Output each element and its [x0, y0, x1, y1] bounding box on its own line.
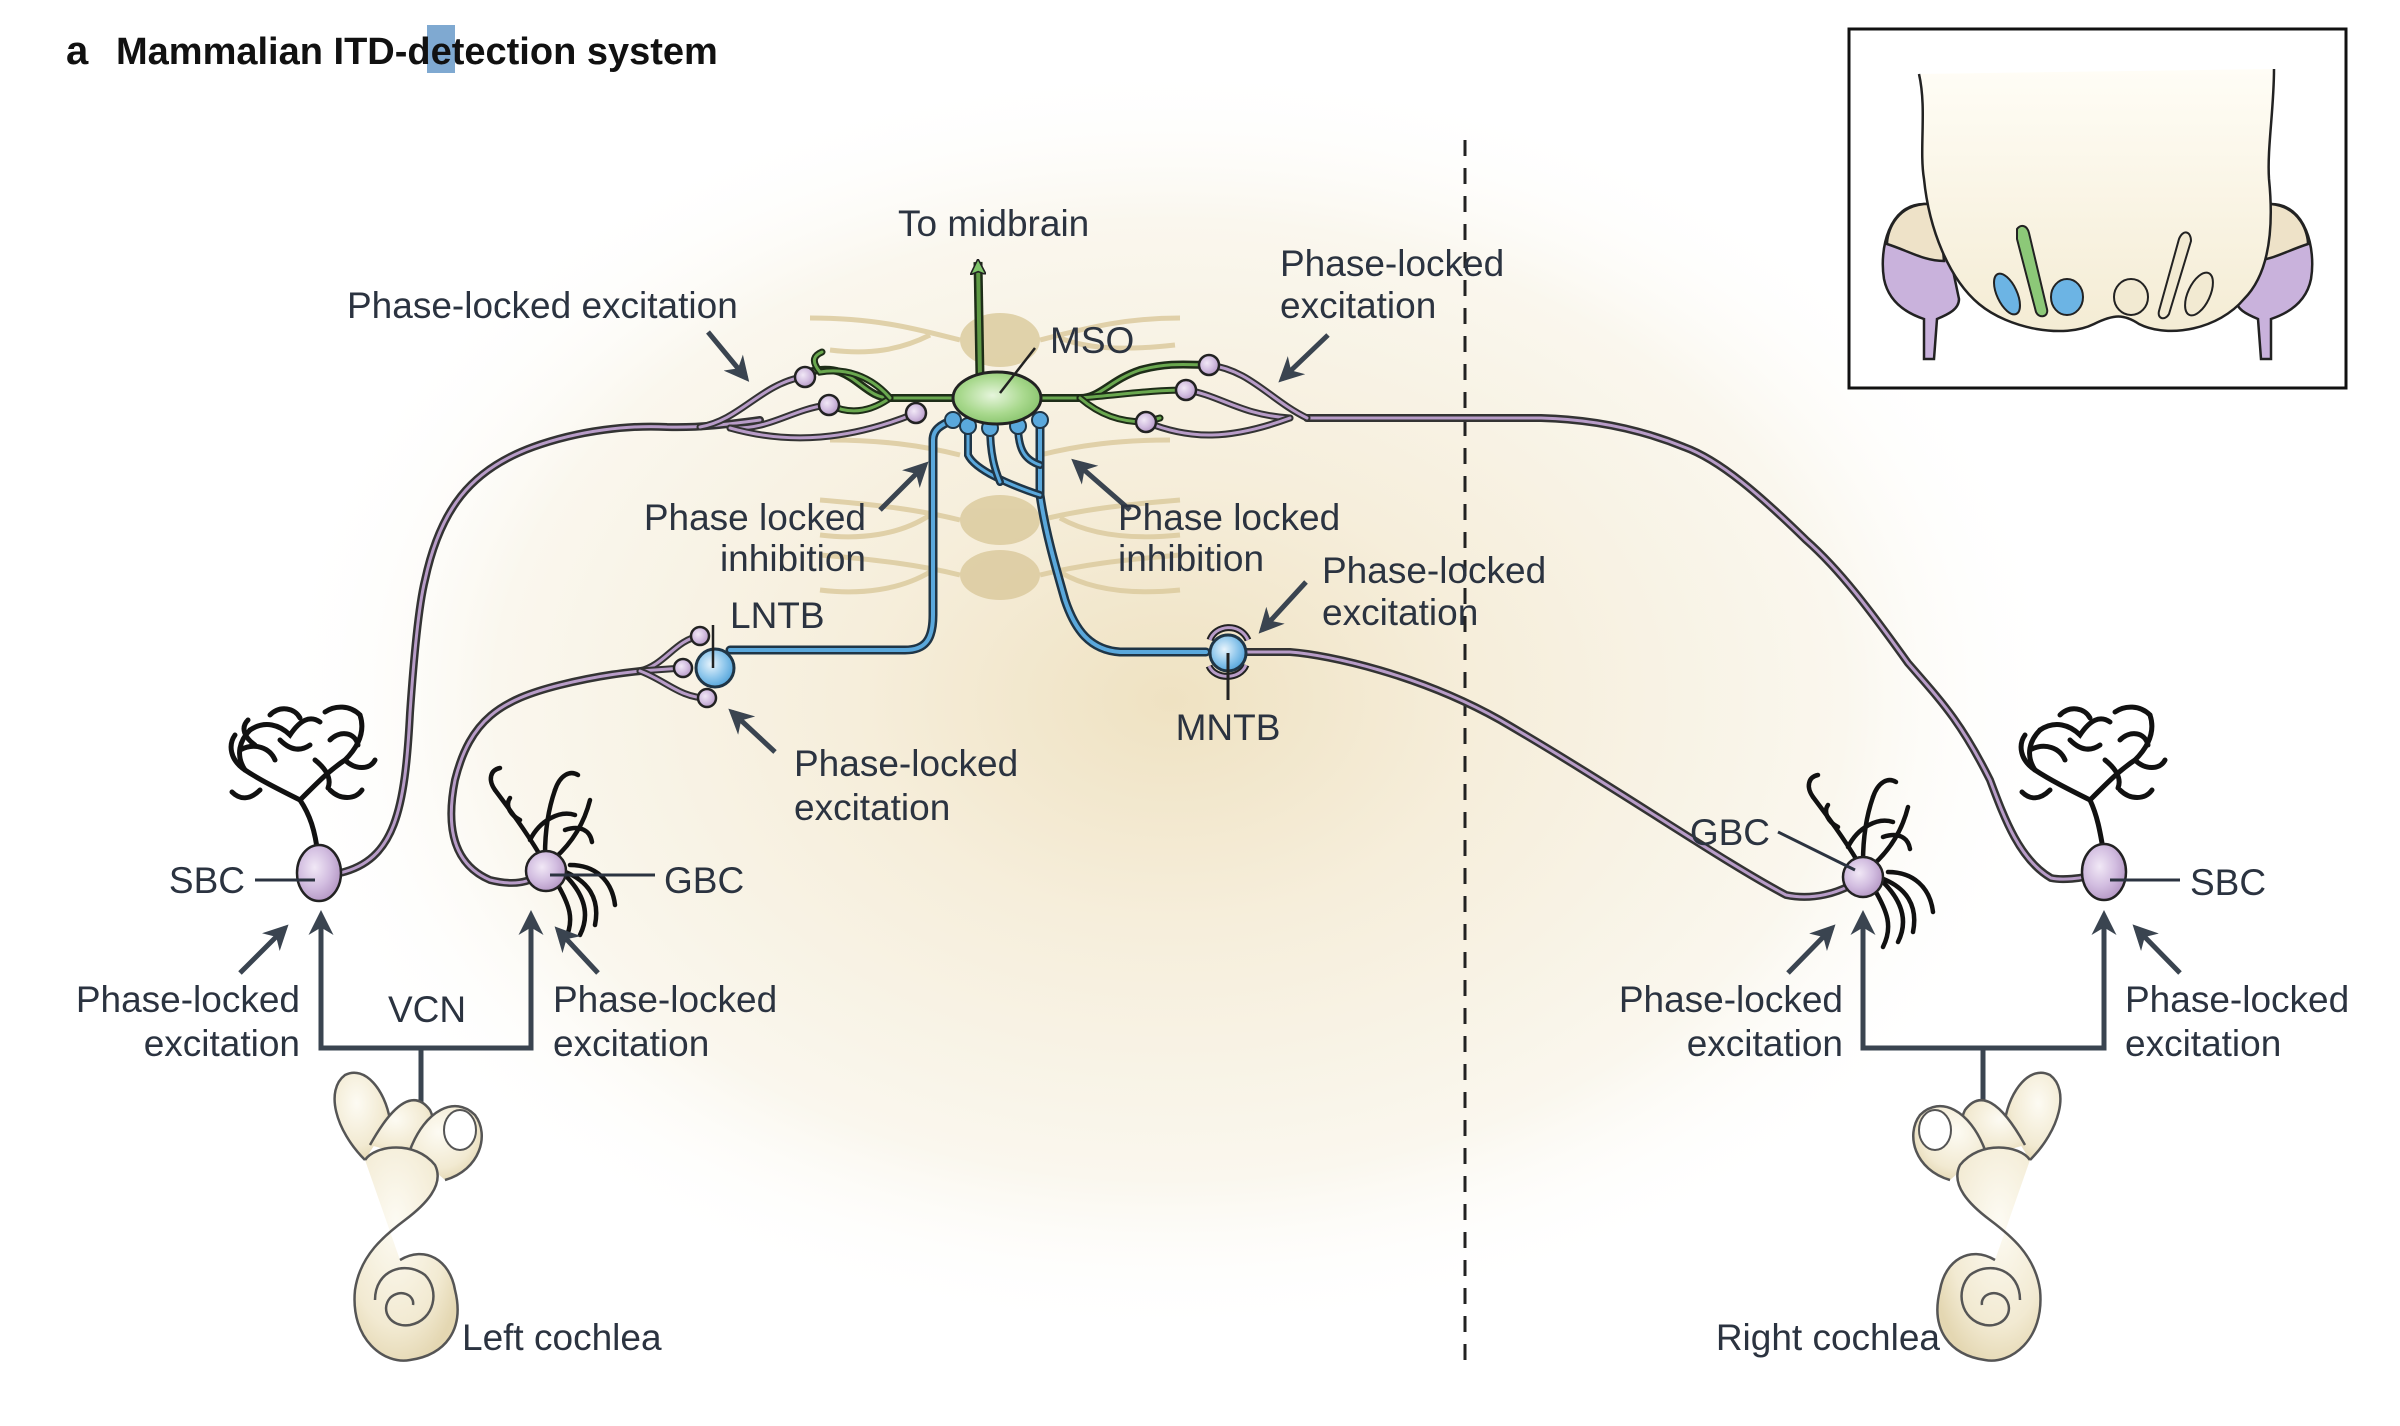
- label-exc-mntb-1: Phase-locked: [1322, 550, 1546, 591]
- label-inh-right-1: Phase locked: [1118, 497, 1340, 538]
- arrow-exc-gbc-left: [554, 926, 600, 975]
- left-gbc-soma: [524, 849, 568, 893]
- bushy-somata: [295, 842, 2128, 903]
- figure-title: Mammalian ITD-detection system: [116, 31, 718, 73]
- label-exc-sbc-right-1: Phase-locked: [2125, 979, 2349, 1020]
- arrow-exc-lntb: [728, 708, 777, 754]
- arrow-exc-top-right: [1278, 333, 1330, 383]
- lntb-neuron: [672, 625, 736, 709]
- label-exc-sbc-right-2: excitation: [2125, 1023, 2281, 1064]
- label-exc-top-right-1: Phase-locked: [1280, 243, 1504, 284]
- arrow-exc-gbc-right: [1786, 924, 1836, 975]
- arrow-exc-sbc-right: [2132, 924, 2182, 975]
- label-exc-gbc-right-1: Phase-locked: [1619, 979, 1843, 1020]
- label-vcn: VCN: [388, 989, 466, 1030]
- brainstem-inset: [1847, 27, 2348, 390]
- left-cochlea-icon: [333, 1071, 483, 1362]
- mntb-neuron: [1205, 624, 1252, 700]
- mso-soma: [951, 370, 1043, 426]
- label-exc-gbc-left-2: excitation: [553, 1023, 709, 1064]
- label-exc-gbc-right-2: excitation: [1687, 1023, 1843, 1064]
- label-exc-top-right-2: excitation: [1280, 285, 1436, 326]
- label-mntb: MNTB: [1176, 707, 1281, 748]
- label-exc-lntb-1: Phase-locked: [794, 743, 1018, 784]
- label-leaders: [255, 830, 2180, 882]
- label-inh-right-2: inhibition: [1118, 538, 1264, 579]
- label-mso: MSO: [1050, 320, 1134, 361]
- background-glow: [270, 60, 2070, 1340]
- right-cochlea-icon: [1912, 1071, 2062, 1362]
- label-right-cochlea: Right cochlea: [1716, 1317, 1941, 1358]
- right-gbc-dendrites: [1806, 772, 1936, 950]
- excitatory-axons: [336, 361, 2108, 901]
- inset-mntb: [2050, 278, 2084, 316]
- arrow-exc-top-left: [706, 330, 750, 382]
- label-lntb: LNTB: [730, 595, 825, 636]
- inhibitory-axons: [725, 415, 1211, 657]
- label-sbc-right: SBC: [2190, 862, 2266, 903]
- label-inh-left-1: Phase locked: [644, 497, 866, 538]
- label-exc-sbc-left-1: Phase-locked: [76, 979, 300, 1020]
- label-inh-left-2: inhibition: [720, 538, 866, 579]
- text-selection-highlight: [427, 25, 455, 73]
- arrow-exc-mntb: [1258, 580, 1308, 634]
- right-gbc-soma: [1841, 855, 1885, 899]
- label-exc-lntb-2: excitation: [794, 787, 950, 828]
- mso-label-leader: [999, 347, 1036, 394]
- labels: To midbrain MSO Phase-locked excitation …: [76, 203, 2349, 1358]
- inset-mso: [2016, 224, 2049, 318]
- background-dendrites: [809, 315, 1181, 595]
- mso-excitatory-boutons: [793, 353, 1221, 434]
- label-exc-sbc-left-2: excitation: [144, 1023, 300, 1064]
- label-exc-gbc-left-1: Phase-locked: [553, 979, 777, 1020]
- mso-inhibitory-terminals: [944, 411, 1049, 437]
- annotation-arrows: [238, 330, 2182, 975]
- label-gbc-left: GBC: [664, 860, 744, 901]
- right-sbc-soma: [2080, 842, 2128, 902]
- label-sbc-left: SBC: [169, 860, 245, 901]
- label-gbc-right: GBC: [1690, 812, 1770, 853]
- arrow-exc-sbc-left: [238, 924, 289, 975]
- label-exc-top-left: Phase-locked excitation: [347, 285, 738, 326]
- label-left-cochlea: Left cochlea: [462, 1317, 662, 1358]
- panel-letter: a: [66, 29, 89, 73]
- arrow-inh-left: [878, 461, 929, 512]
- label-exc-mntb-2: excitation: [1322, 592, 1478, 633]
- label-to-midbrain: To midbrain: [898, 203, 1089, 244]
- left-sbc-soma: [295, 843, 343, 903]
- inset-lntb: [1993, 272, 2021, 316]
- arrow-inh-right: [1071, 458, 1132, 512]
